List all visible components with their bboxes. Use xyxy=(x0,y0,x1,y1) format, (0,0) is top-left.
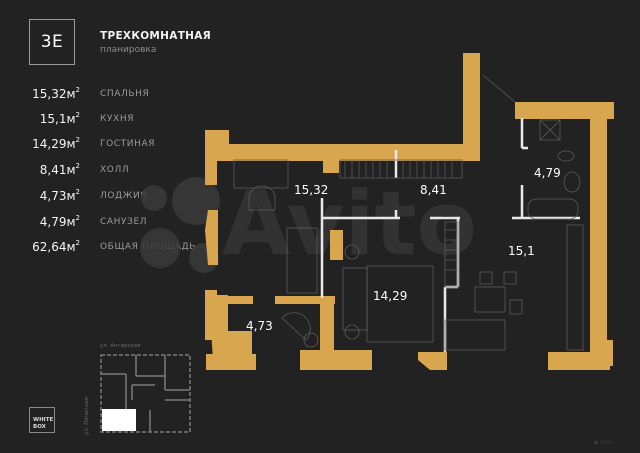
area-value: 4,79м2 xyxy=(39,214,80,229)
whitebox-line1: WHITE xyxy=(33,417,54,423)
area-label: ЛОДЖИЯ xyxy=(100,191,148,201)
watermark-small: ● Avito xyxy=(594,440,613,446)
room-label-hall: 8,41 xyxy=(420,183,447,197)
area-value: 8,41м2 xyxy=(39,162,80,177)
apartment-type-badge: 3E xyxy=(29,19,75,65)
area-row-bathroom: 4,79м2 САНУЗЕЛ xyxy=(0,214,200,231)
street-name-top: ул. Ангарская xyxy=(100,343,141,349)
area-row-bedroom: 15,32м2 СПАЛЬНЯ xyxy=(0,86,200,103)
keyplan xyxy=(100,354,191,433)
area-label: СПАЛЬНЯ xyxy=(100,89,150,99)
room-label-loggia: 4,73 xyxy=(246,319,273,333)
page-subtitle: планировка xyxy=(100,45,157,55)
watermark-text: Avito xyxy=(222,172,477,275)
area-row-hall: 8,41м2 ХОЛЛ xyxy=(0,162,200,179)
room-label-bathroom: 4,79 xyxy=(534,166,561,180)
area-value: 62,64м2 xyxy=(32,239,80,254)
area-value: 15,32м2 xyxy=(32,86,80,101)
area-label: ХОЛЛ xyxy=(100,165,130,175)
keyplan-highlight xyxy=(102,409,136,431)
area-row-kitchen: 15,1м2 КУХНЯ xyxy=(0,111,200,128)
area-label: САНУЗЕЛ xyxy=(100,217,148,227)
room-label-living-room: 14,29 xyxy=(373,289,408,303)
furniture xyxy=(233,119,584,351)
area-row-living: 14,29м2 ГОСТИНАЯ xyxy=(0,136,200,153)
slats xyxy=(344,160,458,271)
whitebox-line2: BOX xyxy=(33,423,46,430)
street-name-left: ул. Печатная xyxy=(84,397,90,435)
area-row-loggia: 4,73м2 ЛОДЖИЯ xyxy=(0,188,200,205)
page-title: ТРЕХКОМНАТНАЯ xyxy=(100,30,212,42)
area-value: 15,1м2 xyxy=(39,111,80,126)
area-value: 14,29м2 xyxy=(32,136,80,151)
area-label: КУХНЯ xyxy=(100,114,135,124)
area-value: 4,73м2 xyxy=(39,188,80,203)
badge-text: 3E xyxy=(40,32,64,52)
room-label-kitchen: 15,1 xyxy=(508,244,535,258)
whitebox-logo: WHITE BOX xyxy=(29,407,55,433)
room-label-bedroom: 15,32 xyxy=(294,183,329,197)
area-label: ГОСТИНАЯ xyxy=(100,139,156,149)
